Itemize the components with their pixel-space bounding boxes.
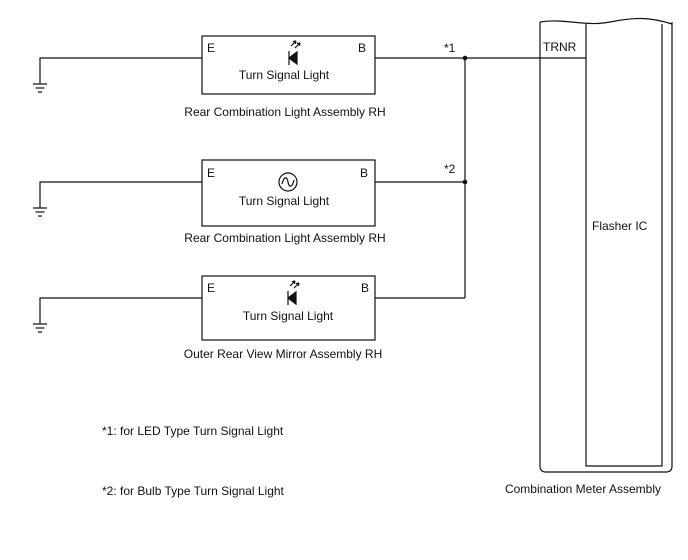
- light-label: Turn Signal Light: [239, 68, 330, 82]
- ground-icon: [33, 323, 47, 333]
- meter-outline: [539, 22, 673, 473]
- assembly-3: [33, 275, 465, 341]
- assembly-label: Rear Combination Light Assembly RH: [184, 105, 385, 119]
- light-label: Turn Signal Light: [239, 194, 330, 208]
- pin-e-label: E: [207, 281, 215, 295]
- note-2: *2: for Bulb Type Turn Signal Light: [102, 484, 285, 498]
- ground-icon: [33, 207, 47, 217]
- assembly-1: [33, 35, 586, 95]
- assembly-2-ground-wire: [39, 181, 202, 208]
- pin-e-label: E: [207, 41, 215, 55]
- meter-assembly: [539, 17, 673, 473]
- terminal-label: TRNR: [543, 40, 577, 54]
- assembly-label: Rear Combination Light Assembly RH: [184, 231, 385, 245]
- assembly-1-box: [201, 35, 376, 95]
- note-1: *1: for LED Type Turn Signal Light: [102, 424, 284, 438]
- assembly-2-box: [201, 159, 376, 227]
- pin-e-label: E: [207, 166, 215, 180]
- meter-top-break: [539, 17, 673, 25]
- light-label: Turn Signal Light: [243, 309, 334, 323]
- led-icon: [287, 280, 300, 306]
- assembly-label: Outer Rear View Mirror Assembly RH: [184, 347, 383, 361]
- pin-b-label: B: [358, 41, 366, 55]
- flasher-ic-label: Flasher IC: [592, 219, 648, 233]
- led-icon: [288, 40, 301, 66]
- junction-dot: [462, 55, 468, 61]
- assembly-3-box: [201, 275, 376, 341]
- assembly-3-ground-wire: [39, 297, 202, 324]
- pin-b-label: B: [361, 281, 369, 295]
- assembly-2: [33, 159, 465, 227]
- junction-dot: [462, 179, 468, 185]
- flasher-ic-box: [585, 24, 663, 467]
- bulb-icon: [278, 172, 298, 192]
- note-marker: *1: [444, 41, 456, 55]
- note-marker: *2: [444, 162, 456, 176]
- ground-icon: [33, 83, 47, 93]
- pin-b-label: B: [360, 166, 368, 180]
- assembly-1-ground-wire: [39, 57, 202, 84]
- meter-assembly-label: Combination Meter Assembly: [505, 482, 661, 496]
